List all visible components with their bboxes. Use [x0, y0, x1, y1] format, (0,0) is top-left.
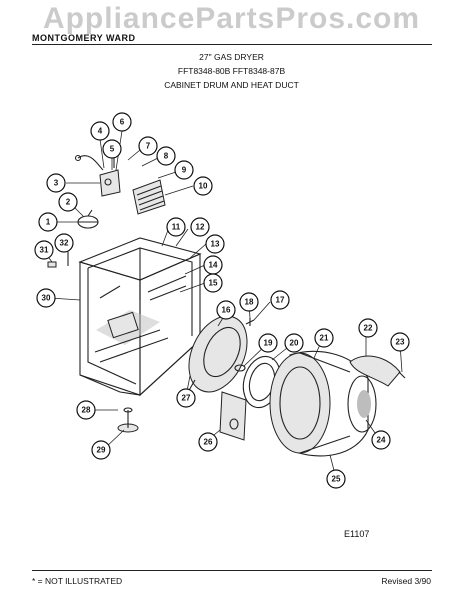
- small-bearing: [234, 364, 246, 372]
- pipe-assembly: [77, 209, 99, 229]
- cabinet: [78, 237, 202, 397]
- callout-9: 9: [174, 160, 194, 180]
- svg-text:5: 5: [110, 145, 115, 154]
- svg-text:32: 32: [60, 239, 69, 248]
- callout-12: 12: [190, 217, 210, 237]
- callout-31: 31: [34, 240, 54, 260]
- callout-10: 10: [193, 176, 213, 196]
- svg-text:24: 24: [377, 436, 386, 445]
- callout-26: 26: [198, 432, 218, 452]
- svg-text:7: 7: [146, 142, 151, 151]
- callout-22: 22: [358, 318, 378, 338]
- svg-text:10: 10: [199, 182, 208, 191]
- model-numbers: FFT8348-80B FFT8348-87B: [177, 66, 286, 76]
- product-title: 27" GAS DRYER: [199, 52, 264, 62]
- svg-text:27: 27: [182, 394, 191, 403]
- svg-text:28: 28: [82, 406, 91, 415]
- access-panel: [219, 391, 247, 441]
- leveling-leg: [117, 407, 139, 433]
- callout-21: 21: [314, 328, 334, 348]
- svg-text:4: 4: [98, 127, 103, 136]
- svg-text:23: 23: [396, 338, 405, 347]
- thermostat-bracket: [74, 150, 121, 197]
- callout-32: 32: [54, 233, 74, 253]
- front-bulkhead: [187, 315, 248, 393]
- callout-25: 25: [326, 469, 346, 489]
- svg-text:3: 3: [54, 179, 59, 188]
- revision-date: Revised 3/90: [381, 576, 431, 586]
- svg-text:31: 31: [40, 246, 49, 255]
- svg-text:2: 2: [66, 198, 71, 207]
- section-title: CABINET DRUM AND HEAT DUCT: [164, 80, 299, 90]
- svg-text:17: 17: [276, 296, 285, 305]
- svg-text:12: 12: [196, 223, 205, 232]
- header-divider: [32, 44, 432, 45]
- callout-15: 15: [203, 273, 223, 293]
- svg-text:30: 30: [42, 294, 51, 303]
- svg-text:11: 11: [172, 223, 181, 232]
- callout-23: 23: [390, 332, 410, 352]
- callout-30: 30: [36, 288, 56, 308]
- brand-name: MONTGOMERY WARD: [32, 33, 136, 43]
- drum-baffle: [349, 355, 401, 387]
- callout-27: 27: [176, 388, 196, 408]
- svg-text:18: 18: [245, 298, 254, 307]
- svg-text:21: 21: [320, 334, 329, 343]
- svg-text:29: 29: [97, 446, 106, 455]
- callout-28: 28: [76, 400, 96, 420]
- svg-text:26: 26: [204, 438, 213, 447]
- heat-duct-vent: [132, 179, 166, 215]
- callout-20: 20: [284, 333, 304, 353]
- callout-13: 13: [205, 234, 225, 254]
- baffle-screw: [398, 371, 406, 379]
- svg-text:19: 19: [264, 339, 273, 348]
- callout-4: 4: [90, 121, 110, 141]
- callout-19: 19: [258, 333, 278, 353]
- svg-text:22: 22: [364, 324, 373, 333]
- callout-2: 2: [58, 192, 78, 212]
- callout-24: 24: [371, 430, 391, 450]
- callout-17: 17: [270, 290, 290, 310]
- svg-text:20: 20: [290, 339, 299, 348]
- svg-text:16: 16: [222, 306, 231, 315]
- svg-text:9: 9: [182, 166, 187, 175]
- callout-14: 14: [203, 255, 223, 275]
- footer-divider: [32, 570, 432, 571]
- svg-text:6: 6: [120, 118, 125, 127]
- svg-text:1: 1: [46, 218, 51, 227]
- callout-29: 29: [91, 440, 111, 460]
- callout-18: 18: [239, 292, 259, 312]
- svg-text:15: 15: [209, 279, 218, 288]
- not-illustrated-note: * = NOT ILLUSTRATED: [32, 576, 123, 586]
- idler-parts: [245, 318, 255, 326]
- svg-text:25: 25: [332, 475, 341, 484]
- svg-text:14: 14: [209, 261, 218, 270]
- callout-3: 3: [46, 173, 66, 193]
- diagram-code: E1107: [344, 529, 370, 539]
- callout-6: 6: [112, 112, 132, 132]
- callout-7: 7: [138, 136, 158, 156]
- svg-text:13: 13: [211, 240, 220, 249]
- callout-16: 16: [216, 300, 236, 320]
- callout-1: 1: [38, 212, 58, 232]
- callout-5: 5: [102, 139, 122, 159]
- callout-11: 11: [166, 217, 186, 237]
- callout-8: 8: [156, 146, 176, 166]
- watermark: AppliancePartsPros.com: [42, 2, 421, 35]
- svg-text:8: 8: [164, 152, 169, 161]
- dryer-drum: [269, 350, 377, 457]
